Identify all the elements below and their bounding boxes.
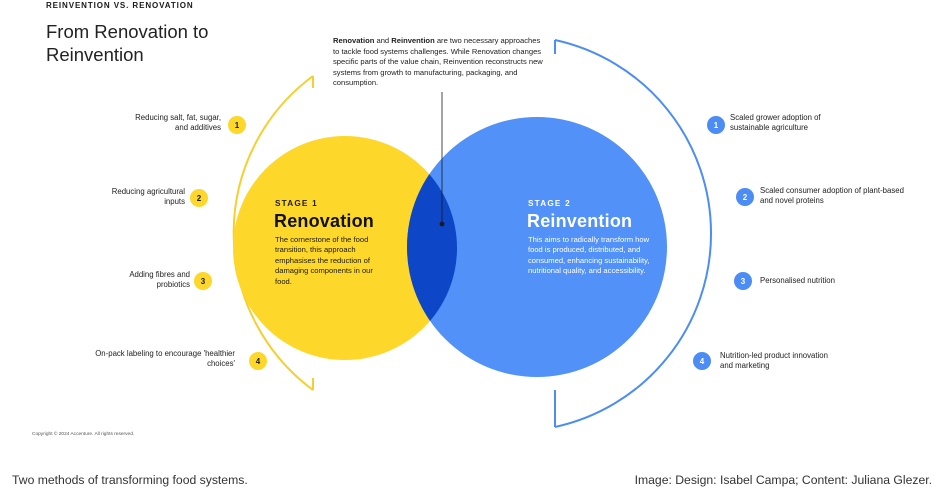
intro-term-reinvention: Reinvention: [391, 36, 435, 45]
intro-term-renovation: Renovation: [333, 36, 375, 45]
reinvention-item-1-label: Scaled grower adoption of sustainable ag…: [730, 113, 821, 133]
reinvention-circle: [407, 117, 667, 377]
renovation-stage-description: The cornerstone of the food transition, …: [275, 235, 373, 286]
reinvention-marker-2-number: 2: [743, 193, 748, 202]
renovation-marker-3-number: 3: [201, 277, 206, 286]
reinvention-stage-description: This aims to radically transform how foo…: [528, 235, 650, 276]
reinvention-marker-1: [707, 116, 725, 134]
renovation-arc: [232, 75, 314, 391]
renovation-marker-2: [190, 189, 208, 207]
renovation-item-1-label: Reducing salt, fat, sugar, and additives: [135, 113, 221, 133]
renovation-stage-title: Renovation: [274, 211, 375, 231]
intro-leader-dot: [439, 221, 445, 227]
renovation-marker-4: [249, 352, 267, 370]
image-credit: Image: Design: Isabel Campa; Content: Ju…: [634, 473, 932, 487]
venn-diagram: 1 2 3 4 1 2 3 4: [190, 39, 754, 428]
eyebrow-label: REINVENTION VS. RENOVATION: [46, 1, 194, 10]
intro-paragraph: Renovation and Reinvention are two neces…: [333, 36, 545, 89]
reinvention-stage-tag: STAGE 2: [528, 199, 571, 208]
reinvention-marker-4-number: 4: [700, 357, 705, 366]
renovation-stage-tag: STAGE 1: [275, 199, 318, 208]
renovation-marker-1-number: 1: [235, 121, 240, 130]
reinvention-marker-2: [736, 188, 754, 206]
reinvention-item-4-label: Nutrition-led product innovation and mar…: [720, 351, 828, 371]
reinvention-item-2-label: Scaled consumer adoption of plant-based …: [760, 186, 904, 206]
figure-caption: Two methods of transforming food systems…: [12, 473, 248, 487]
reinvention-marker-3-number: 3: [741, 277, 746, 286]
renovation-circle: [233, 136, 457, 360]
renovation-marker-1: [228, 116, 246, 134]
reinvention-item-3-label: Personalised nutrition: [760, 276, 835, 285]
reinvention-marker-4: [693, 352, 711, 370]
copyright-notice: Copyright © 2024 Accenture. All rights r…: [32, 432, 135, 437]
reinvention-stage-title: Reinvention: [527, 211, 633, 231]
intro-body: are two necessary approaches to tackle f…: [333, 36, 543, 88]
reinvention-arc: [554, 39, 713, 428]
renovation-marker-3: [194, 272, 212, 290]
renovation-item-4-label: On-pack labeling to encourage 'healthier…: [95, 349, 235, 369]
infographic-title: From Renovation to Reinvention: [46, 21, 209, 65]
renovation-item-3-label: Adding fibres and probiotics: [129, 270, 190, 290]
renovation-marker-4-number: 4: [256, 357, 261, 366]
reinvention-marker-1-number: 1: [714, 121, 719, 130]
intro-connector: and: [374, 36, 392, 45]
infographic: REINVENTION VS. RENOVATION From Renovati…: [32, 1, 904, 437]
renovation-marker-2-number: 2: [197, 194, 202, 203]
renovation-item-2-label: Reducing agricultural inputs: [111, 187, 185, 207]
reinvention-marker-3: [734, 272, 752, 290]
